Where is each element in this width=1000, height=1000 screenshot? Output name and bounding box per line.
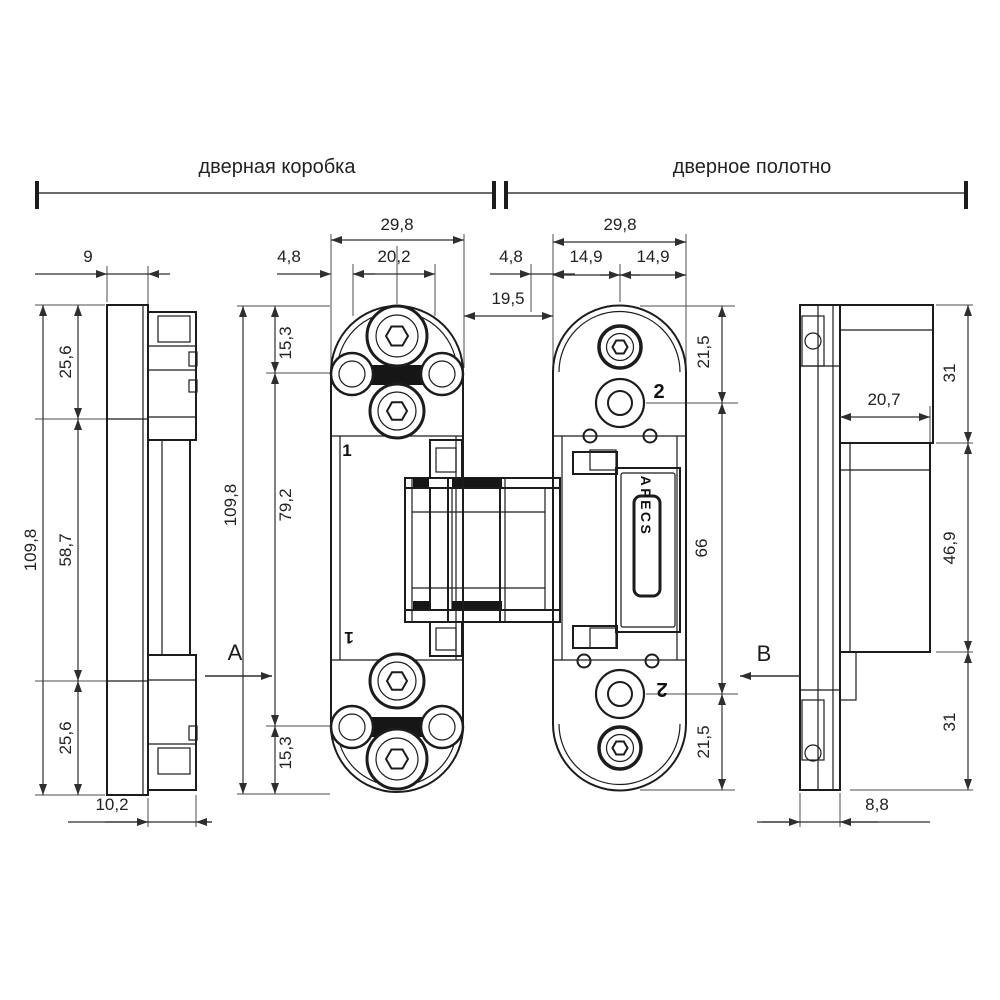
view-b-label: B [757, 641, 772, 666]
extension-lines [35, 234, 973, 827]
apecs-logo: APECS [638, 476, 654, 537]
side-view-frame-part [106, 304, 198, 796]
dim-29-8-leaf: 29,8 [603, 215, 636, 234]
dim-109-8-side: 109,8 [21, 529, 40, 572]
dim-15-3-bottom: 15,3 [276, 736, 295, 769]
hinge-arm [404, 439, 618, 657]
dim-31-top: 31 [940, 364, 959, 383]
dim-21-5-bottom: 21,5 [694, 725, 713, 758]
dim-14-9-b: 14,9 [636, 247, 669, 266]
header-brackets: дверная коробка дверное полотно [35, 156, 968, 209]
dimension-labels: 29,8 29,8 9 4,8 20,2 4,8 14,9 14,9 19,5 … [21, 215, 959, 814]
dim-4-8-left: 4,8 [277, 247, 301, 266]
dim-46-9: 46,9 [940, 531, 959, 564]
dim-31-bottom: 31 [940, 713, 959, 732]
dim-25-6-bottom: 25,6 [56, 721, 75, 754]
dim-58-7: 58,7 [56, 533, 75, 566]
label-door-leaf: дверное полотно [673, 156, 832, 178]
dim-19-5: 19,5 [491, 289, 524, 308]
label-door-frame: дверная коробка [199, 156, 357, 178]
dim-4-8-right: 4,8 [499, 247, 523, 266]
dim-79-2: 79,2 [276, 488, 295, 521]
dimension-lines [35, 236, 972, 826]
frame-plate-front: 1 1 [329, 304, 465, 793]
dim-29-8-frame: 29,8 [380, 215, 413, 234]
dim-109-8-front: 109,8 [221, 484, 240, 527]
dim-21-5-top: 21,5 [694, 335, 713, 368]
dim-20-2: 20,2 [377, 247, 410, 266]
dim-9: 9 [83, 247, 92, 266]
dim-8-8: 8,8 [865, 795, 889, 814]
dim-66: 66 [692, 539, 711, 558]
part-1-marker-top: 1 [342, 441, 351, 460]
part-2-marker-bottom: 2 [656, 678, 667, 700]
dim-25-6-top: 25,6 [56, 345, 75, 378]
side-view-leaf-part [799, 304, 934, 791]
view-a-label: A [228, 640, 243, 665]
dim-15-3-top: 15,3 [276, 326, 295, 359]
dim-20-7: 20,7 [867, 390, 900, 409]
leaf-plate-front: 2 APECS 2 [552, 304, 687, 792]
part-1-marker-bottom: 1 [344, 628, 353, 647]
dim-14-9-a: 14,9 [569, 247, 602, 266]
dim-10-2: 10,2 [95, 795, 128, 814]
part-2-marker-top: 2 [653, 381, 664, 403]
